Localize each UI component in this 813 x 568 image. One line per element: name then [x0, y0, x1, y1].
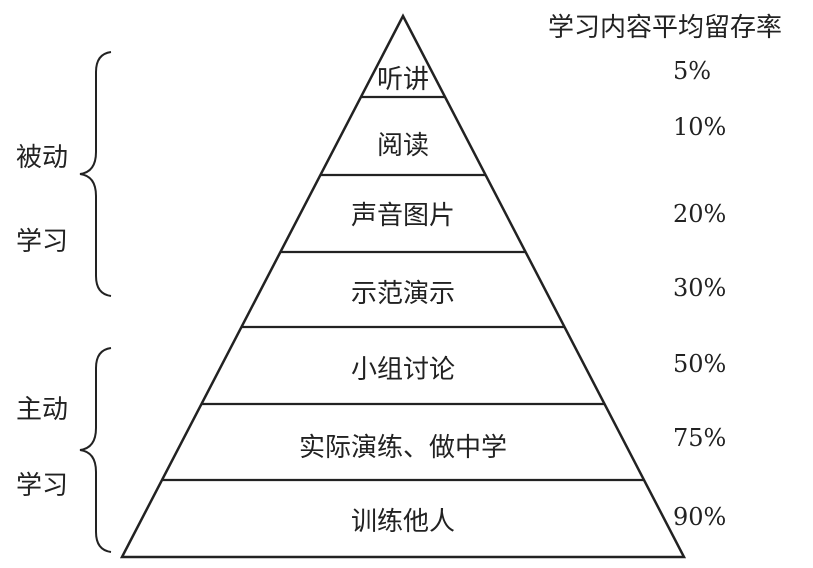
- passive-group-brace: [79, 51, 112, 297]
- active-group-label-line2: 学习: [16, 471, 68, 501]
- layer-label-teaching-others: 训练他人: [351, 507, 455, 537]
- retention-column-title: 学习内容平均留存率: [548, 13, 782, 43]
- retention-value: 5%: [673, 57, 711, 85]
- layer-label-practice: 实际演练、做中学: [299, 433, 507, 463]
- pyramid-outline: [119, 13, 687, 559]
- retention-value: 30%: [673, 274, 726, 302]
- active-group-label-line1: 主动: [16, 395, 68, 425]
- layer-label-reading: 阅读: [377, 131, 429, 161]
- layer-label-discussion: 小组讨论: [351, 355, 455, 385]
- retention-value: 10%: [673, 113, 726, 141]
- retention-value: 90%: [673, 503, 726, 531]
- layer-label-demonstration: 示范演示: [351, 279, 455, 309]
- retention-value: 50%: [673, 350, 726, 378]
- retention-value: 75%: [673, 424, 726, 452]
- layer-label-listening: 听讲: [377, 65, 429, 95]
- retention-value: 20%: [673, 200, 726, 228]
- layer-label-audiovisual: 声音图片: [351, 201, 455, 231]
- active-group-brace: [79, 347, 112, 553]
- passive-group-label-line2: 学习: [16, 227, 68, 257]
- passive-group-label-line1: 被动: [16, 143, 68, 173]
